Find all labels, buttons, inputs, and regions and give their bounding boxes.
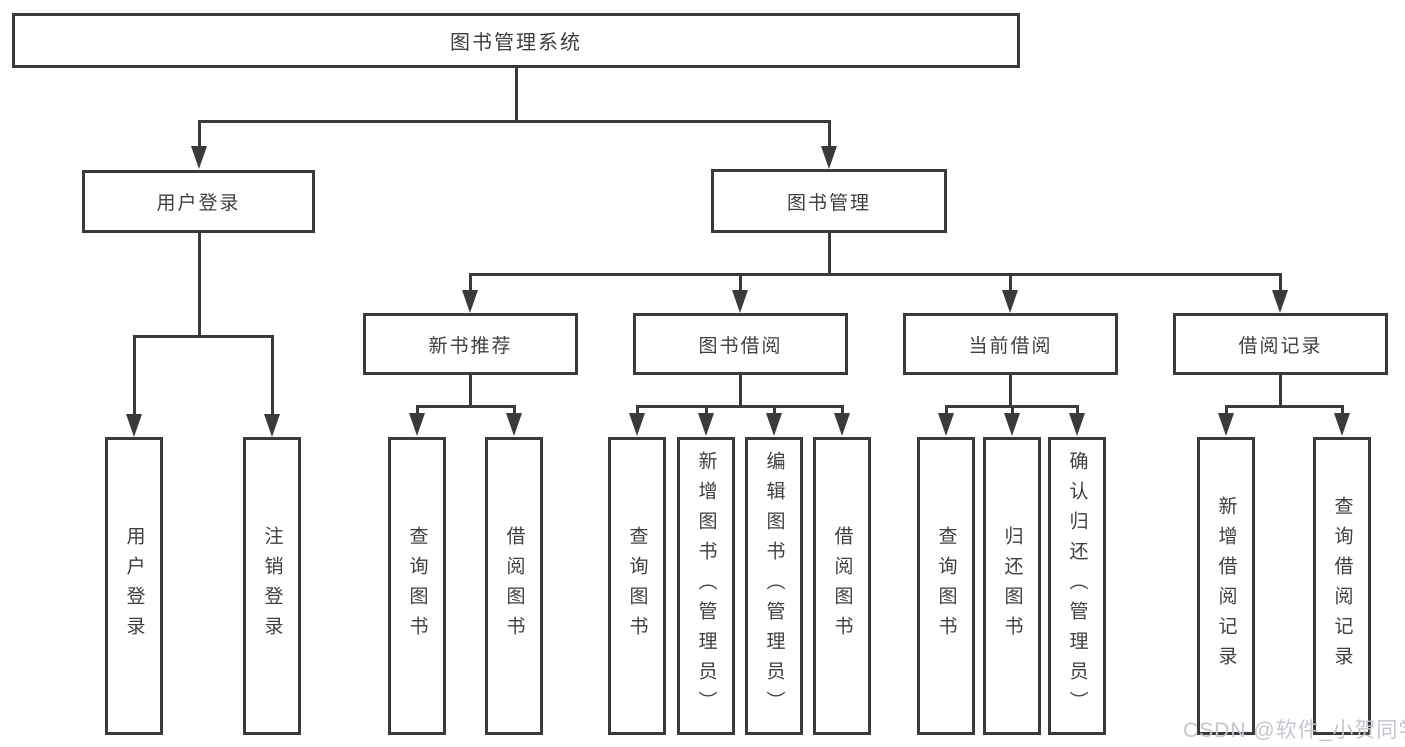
arrowhead-down-icon [834, 413, 850, 436]
connector-line [705, 406, 708, 415]
connector-line [515, 68, 518, 123]
arrowhead-down-icon [1218, 413, 1234, 436]
arrowhead-down-icon [698, 413, 714, 436]
arrowhead-down-icon [821, 146, 837, 169]
node-user-login: 用户登录 [82, 170, 315, 233]
connector-line [1009, 375, 1012, 407]
connector-line [198, 120, 831, 123]
node-label: 图书借阅 [698, 335, 783, 357]
connector-line [416, 406, 419, 415]
connector-line [739, 274, 742, 291]
node-label: 查询借阅记录 [1331, 496, 1353, 676]
csdn-watermark: CSDN @软件_小贺同学 [1183, 719, 1405, 742]
leaf-return-books: 归还图书 [983, 437, 1041, 735]
connector-line [271, 336, 274, 416]
leaf-query-books-current: 查询图书 [917, 437, 975, 735]
leaf-confirm-return-admin: 确认归还（管理员） [1048, 437, 1106, 735]
connector-line [828, 121, 831, 149]
arrowhead-down-icon [629, 413, 645, 436]
connector-line [1279, 274, 1282, 291]
node-new-book-recommend: 新书推荐 [363, 313, 578, 375]
leaf-borrow-books-borrowing: 借阅图书 [813, 437, 871, 735]
leaf-query-books-borrowing: 查询图书 [608, 437, 666, 735]
node-label: 图书管理 [786, 192, 871, 214]
arrowhead-down-icon [1334, 413, 1350, 436]
leaf-borrow-books-recommend: 借阅图书 [485, 437, 543, 735]
node-label: 查询图书 [626, 526, 648, 646]
node-borrow-records: 借阅记录 [1173, 313, 1388, 375]
leaf-user-login: 用户登录 [105, 437, 163, 735]
arrowhead-down-icon [938, 413, 954, 436]
arrowhead-down-icon [732, 290, 748, 313]
arrowhead-down-icon [1002, 290, 1018, 313]
node-label: 查询图书 [935, 526, 957, 646]
node-label: 借阅图书 [503, 526, 525, 646]
connector-line [636, 406, 639, 415]
arrowhead-down-icon [1272, 290, 1288, 313]
arrowhead-down-icon [126, 414, 142, 437]
node-label: 当前借阅 [968, 335, 1053, 357]
node-book-management: 图书管理 [711, 169, 947, 233]
connector-line [1011, 406, 1014, 415]
connector-line [1009, 274, 1012, 291]
connector-line [828, 233, 831, 275]
connector-line [1225, 406, 1228, 415]
connector-line [1076, 406, 1079, 415]
connector-line [416, 405, 516, 408]
node-label: 用户登录 [123, 526, 145, 646]
leaf-add-book-admin: 新增图书（管理员） [677, 437, 735, 735]
node-label: 新增借阅记录 [1215, 496, 1237, 676]
node-label: 图书管理系统 [450, 32, 582, 54]
node-label: 借阅记录 [1238, 335, 1323, 357]
leaf-logout: 注销登录 [243, 437, 301, 735]
connector-line [133, 336, 136, 416]
node-current-borrowing: 当前借阅 [903, 313, 1118, 375]
connector-line [841, 406, 844, 415]
connector-line [945, 406, 948, 415]
connector-line [1341, 406, 1344, 415]
arrowhead-down-icon [409, 413, 425, 436]
node-library-system: 图书管理系统 [12, 13, 1020, 68]
connector-line [1225, 405, 1344, 408]
connector-line [513, 406, 516, 415]
arrowhead-down-icon [506, 413, 522, 436]
connector-line [469, 273, 1282, 276]
connector-line [773, 406, 776, 415]
node-label: 注销登录 [261, 526, 283, 646]
node-label: 归还图书 [1001, 526, 1023, 646]
arrowhead-down-icon [264, 414, 280, 437]
leaf-edit-book-admin: 编辑图书（管理员） [745, 437, 803, 735]
connector-line [636, 405, 844, 408]
arrowhead-down-icon [462, 290, 478, 313]
connector-line [1279, 375, 1282, 407]
arrowhead-down-icon [766, 413, 782, 436]
leaf-query-borrow-record: 查询借阅记录 [1313, 437, 1371, 735]
leaf-add-borrow-record: 新增借阅记录 [1197, 437, 1255, 735]
connector-line [469, 375, 472, 407]
connector-line [469, 274, 472, 291]
node-label: 用户登录 [156, 193, 241, 214]
arrowhead-down-icon [1069, 413, 1085, 436]
arrowhead-down-icon [1004, 413, 1020, 436]
connector-line [198, 233, 201, 337]
leaf-query-books-recommend: 查询图书 [388, 437, 446, 735]
arrowhead-down-icon [191, 146, 207, 169]
node-label: 确认归还（管理员） [1066, 451, 1088, 721]
node-label: 编辑图书（管理员） [763, 451, 785, 721]
connector-line [133, 335, 274, 338]
node-book-borrowing: 图书借阅 [633, 313, 848, 375]
node-label: 新增图书（管理员） [695, 451, 717, 721]
connector-line [198, 121, 201, 149]
node-label: 新书推荐 [428, 335, 513, 357]
connector-line [739, 375, 742, 407]
node-label: 查询图书 [406, 526, 428, 646]
node-label: 借阅图书 [831, 526, 853, 646]
